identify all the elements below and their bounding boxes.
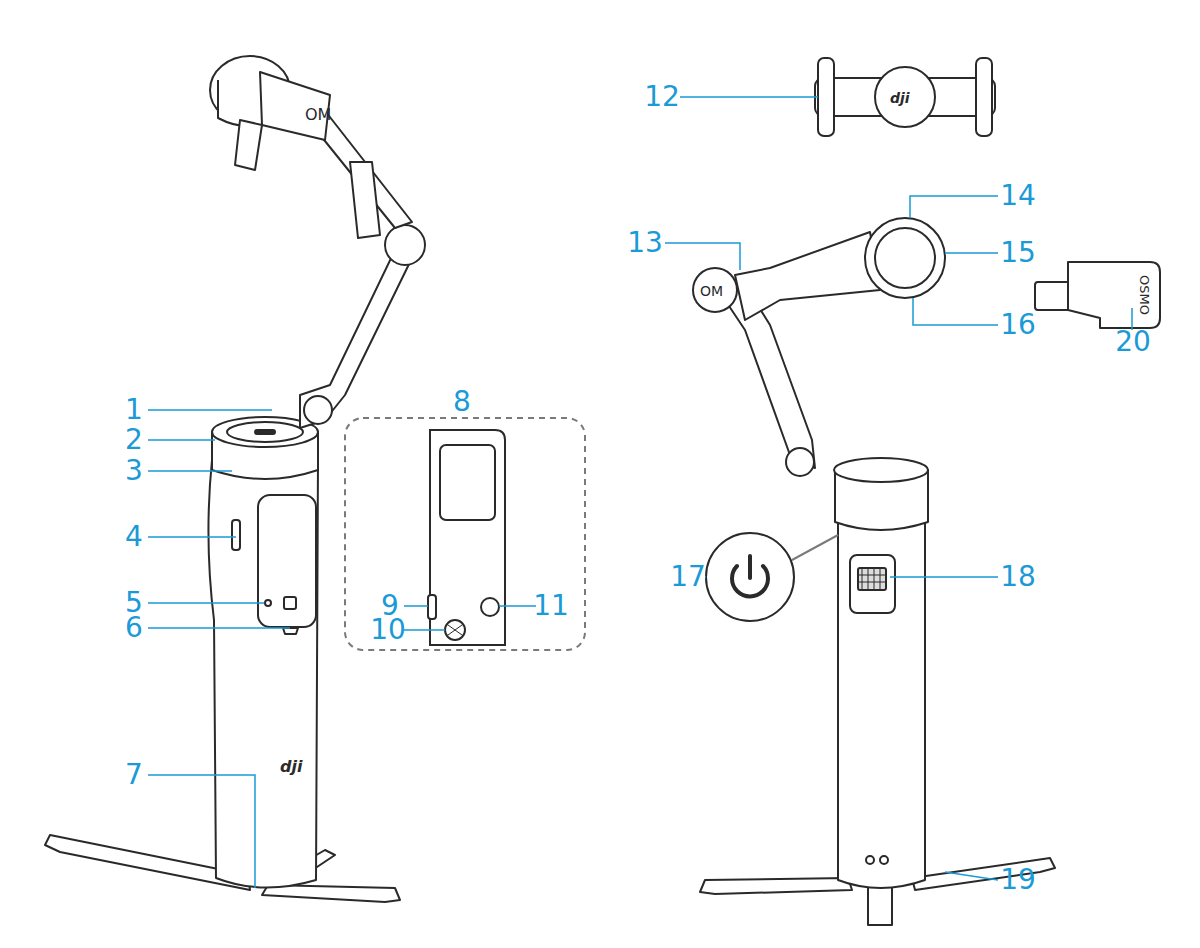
left-gimbal-part — [232, 520, 240, 550]
left-gimbal-part — [227, 422, 303, 442]
callout-number: 20 — [1115, 328, 1151, 356]
right-gimbal-part: OM — [700, 283, 723, 299]
left-gimbal-part — [284, 597, 296, 609]
callout-number: 5 — [125, 589, 143, 617]
leader-lines-part — [499, 605, 536, 607]
callout-number: 17 — [670, 563, 706, 591]
right-gimbal-part — [700, 878, 852, 894]
callout-number: 10 — [370, 616, 406, 644]
right-gimbal-part — [866, 856, 874, 864]
remote-inset-part — [445, 620, 465, 640]
phone-clamp-part — [976, 58, 992, 136]
mount-part-part — [1068, 262, 1160, 328]
right-gimbal-part — [858, 568, 886, 590]
right-gimbal-part — [706, 533, 794, 621]
right-gimbal-part — [875, 228, 935, 288]
leader-lines-part — [913, 298, 998, 325]
leader-lines-part — [148, 439, 215, 441]
callout-number: 11 — [533, 592, 569, 620]
callout-number: 16 — [1000, 311, 1036, 339]
mount-part-part — [1035, 282, 1070, 310]
callout-number: 14 — [1000, 182, 1036, 210]
phone-clamp-part — [818, 58, 834, 136]
right-gimbal-part — [834, 458, 928, 482]
left-gimbal-part — [265, 600, 271, 606]
callout-number: 4 — [125, 523, 143, 551]
left-gimbal-part — [300, 250, 412, 428]
left-gimbal-part — [255, 430, 275, 434]
leader-lines-part — [148, 602, 264, 604]
right-gimbal-part — [865, 218, 945, 298]
right-gimbal-part — [792, 535, 838, 560]
callout-number: 19 — [1000, 866, 1036, 894]
right-gimbal-part — [748, 556, 752, 578]
remote-inset-part — [430, 430, 505, 645]
leader-lines-part — [148, 409, 272, 411]
right-gimbal-part — [838, 520, 925, 888]
leader-lines-part — [680, 96, 818, 98]
leader-lines-part — [945, 252, 998, 254]
left-gimbal-part: OM — [305, 105, 331, 124]
phone-clamp-part — [875, 67, 935, 127]
leader-lines-part — [148, 470, 232, 472]
left-gimbal-part — [258, 495, 316, 627]
right-gimbal-part — [786, 448, 814, 476]
phone-clamp-part: dji — [890, 90, 910, 106]
right-gimbal-part — [693, 268, 737, 312]
left-gimbal-part — [385, 225, 425, 265]
remote-inset-part — [345, 418, 585, 650]
left-gimbal-part — [208, 460, 318, 888]
right-gimbal-part — [868, 885, 892, 925]
callout-number: 18 — [1000, 563, 1036, 591]
leader-lines-part — [404, 629, 445, 631]
callout-number: 2 — [125, 426, 143, 454]
remote-inset-part — [448, 625, 462, 635]
leader-lines — [148, 97, 1132, 888]
phone-clamp: dji — [815, 58, 995, 136]
remote-inset-part — [428, 595, 436, 619]
mount-part-part: OSMO — [1137, 275, 1152, 315]
leader-lines-part — [148, 627, 290, 629]
right-gimbal: OM — [693, 218, 1055, 925]
remote-inset-part — [440, 445, 495, 520]
leader-lines-part — [945, 872, 998, 880]
left-gimbal-part — [283, 628, 298, 634]
left-gimbal-part: dji — [280, 757, 303, 776]
left-gimbal: dji OM — [45, 56, 425, 902]
remote-inset — [345, 418, 585, 650]
left-gimbal-part — [235, 120, 262, 170]
callout-number: 8 — [453, 388, 471, 416]
callout-number: 7 — [125, 761, 143, 789]
leader-lines-part — [910, 196, 998, 218]
left-gimbal-part — [304, 396, 332, 424]
mount-part: OSMO — [1035, 262, 1160, 328]
leader-lines-part — [890, 576, 998, 578]
left-gimbal-part — [350, 162, 380, 238]
right-gimbal-part — [850, 555, 895, 613]
right-gimbal-part — [735, 232, 880, 320]
callout-number: 1 — [125, 396, 143, 424]
callout-number: 6 — [125, 614, 143, 642]
callout-number: 12 — [644, 83, 680, 111]
leader-lines-part — [404, 605, 428, 607]
right-gimbal-part — [858, 568, 886, 590]
right-gimbal-part — [880, 856, 888, 864]
right-gimbal-part — [725, 285, 815, 468]
callout-number: 15 — [1000, 239, 1036, 267]
leader-lines-part — [148, 775, 255, 888]
callout-number: 3 — [125, 457, 143, 485]
leader-lines-part — [1131, 308, 1133, 330]
leader-lines-part — [665, 243, 740, 270]
leader-lines-part — [148, 536, 236, 538]
callout-number: 13 — [627, 229, 663, 257]
remote-inset-part — [481, 598, 499, 616]
